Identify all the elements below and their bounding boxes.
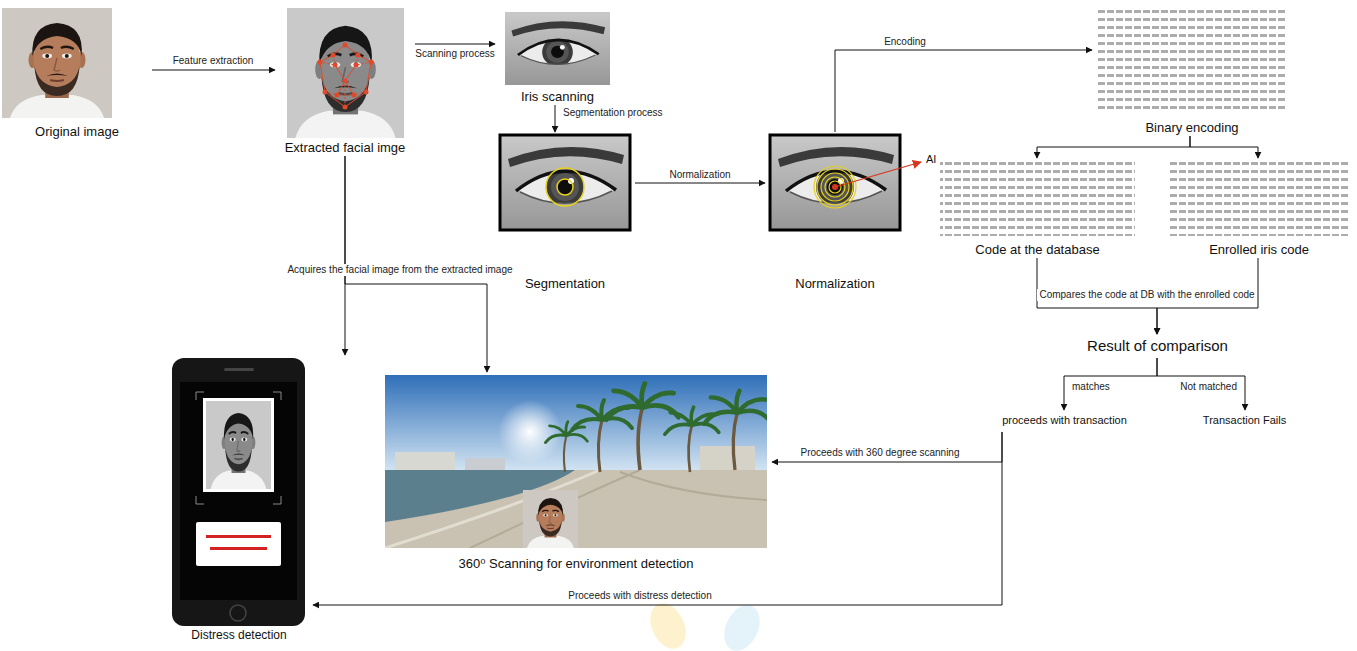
panorama bbox=[385, 375, 767, 548]
edge-label: Compares the code at DB with the enrolle… bbox=[1037, 289, 1256, 301]
flow-arrow bbox=[415, 44, 495, 45]
caption-text: Distress detection bbox=[191, 628, 286, 642]
face-inset bbox=[523, 490, 578, 548]
code-node: Code at the database bbox=[935, 158, 1140, 258]
photo-node: Iris scanning bbox=[495, 8, 620, 105]
eye-photo bbox=[505, 12, 610, 85]
caption-text: Segmentation bbox=[525, 276, 605, 292]
normalized-eye bbox=[770, 135, 921, 230]
edge-label: matches bbox=[1070, 381, 1112, 393]
flow-arrow bbox=[313, 432, 1002, 605]
caption-text: Code at the database bbox=[975, 242, 1099, 258]
photo-node: Original image bbox=[2, 6, 152, 140]
flow-arrow bbox=[1190, 136, 1258, 158]
caption-text: Transaction Fails bbox=[1203, 414, 1286, 427]
edge-label: Normalization bbox=[667, 169, 732, 181]
code-node: Enrolled iris code bbox=[1165, 158, 1353, 258]
flow-arrow bbox=[1064, 358, 1157, 410]
landmark-face bbox=[287, 8, 404, 138]
edge-label: Scanning process bbox=[413, 48, 497, 60]
binary-code bbox=[1097, 6, 1287, 112]
caption-text: Original image bbox=[35, 124, 119, 140]
phone bbox=[172, 358, 305, 626]
edge-label: Proceeds with distress detection bbox=[566, 590, 713, 602]
flow-arrow bbox=[635, 183, 765, 184]
edge-label: Proceeds with 360 degree scanning bbox=[799, 447, 962, 459]
photo-node: Segmentation bbox=[495, 132, 635, 292]
photo-node: Normalization bbox=[765, 132, 905, 292]
photo-node: Extracted facial imge bbox=[275, 6, 415, 156]
flow-arrow bbox=[1037, 136, 1190, 158]
result-text: Result of comparison bbox=[1070, 334, 1245, 358]
watermark-shape bbox=[643, 597, 766, 651]
caption-text: Extracted facial imge bbox=[285, 140, 406, 156]
caption-text: proceeds with transaction bbox=[1002, 414, 1127, 427]
edge-label: Not matched bbox=[1178, 381, 1239, 393]
edge-label: Feature extraction bbox=[171, 55, 256, 67]
face-photo bbox=[2, 8, 112, 118]
caption-text: Enrolled iris code bbox=[1209, 242, 1309, 258]
flow-arrow bbox=[152, 70, 275, 71]
callout-label: AI bbox=[926, 152, 936, 166]
flow-arrow bbox=[555, 105, 556, 132]
edge-label: Encoding bbox=[882, 36, 928, 48]
photo-node: 360⁰ Scanning for environment detection bbox=[380, 372, 772, 572]
binary-code bbox=[940, 162, 1135, 236]
outcome-text: proceeds with transaction bbox=[992, 410, 1137, 432]
flow-arrow bbox=[835, 50, 1092, 132]
caption-text: Iris scanning bbox=[521, 89, 594, 105]
segmented-eye bbox=[500, 135, 630, 230]
caption-text: Binary encoding bbox=[1145, 120, 1238, 136]
caption-text: Normalization bbox=[795, 276, 874, 292]
flow-arrow bbox=[772, 432, 1002, 462]
flow-arrow bbox=[1157, 358, 1245, 410]
edge-label: Acquires the facial image from the extra… bbox=[285, 264, 514, 276]
edge-label: Segmentation process bbox=[561, 107, 665, 119]
phone-node: Distress detection bbox=[165, 355, 313, 642]
code-node: Binary encoding bbox=[1092, 4, 1292, 136]
flow-arrow bbox=[345, 156, 346, 355]
caption-text: Result of comparison bbox=[1087, 337, 1228, 355]
binary-code bbox=[1170, 162, 1350, 236]
caption-text: 360⁰ Scanning for environment detection bbox=[458, 556, 693, 572]
outcome-text: Transaction Fails bbox=[1192, 410, 1297, 432]
